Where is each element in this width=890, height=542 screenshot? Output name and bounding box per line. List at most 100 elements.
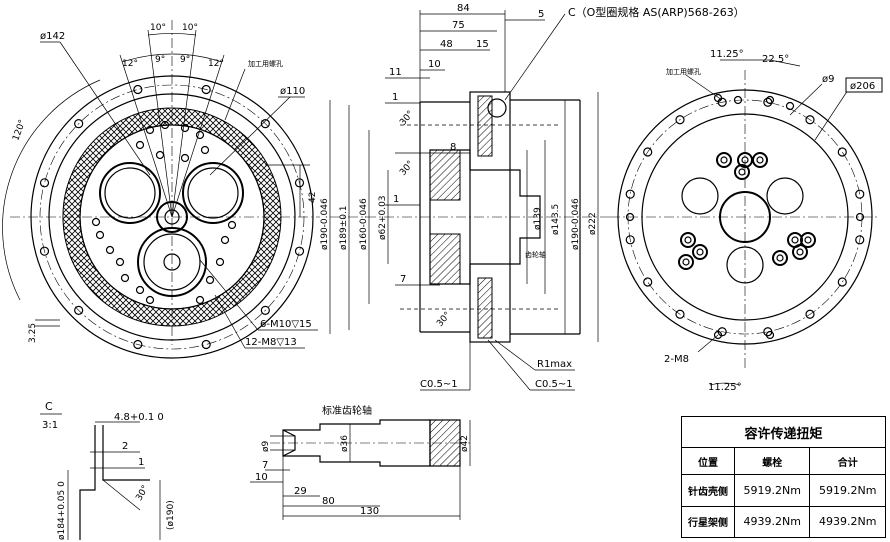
planet-gear-2-inner	[187, 167, 239, 219]
label-angle-10b: 10°	[182, 23, 198, 33]
back-inner-hole	[765, 330, 775, 340]
label-dim-2: 2	[122, 441, 128, 452]
front-inner-hole	[200, 145, 210, 155]
back-bolt-hole	[805, 309, 815, 319]
ray-b	[171, 29, 197, 218]
front-inner-hole	[145, 125, 155, 135]
leader-9	[789, 83, 823, 116]
label-10: 10	[428, 59, 441, 70]
front-bolt-hole	[133, 339, 143, 350]
label-detail-30: 30°	[134, 484, 151, 503]
arc-10	[147, 33, 197, 36]
planet-gear-3-hub	[163, 253, 181, 271]
label-11: 11	[389, 67, 402, 78]
label-v190b: ø190-0.046	[571, 198, 581, 250]
back-bolt-hole	[625, 235, 635, 245]
leader-m10	[199, 259, 259, 331]
back-bolt-hole	[625, 189, 635, 199]
front-flange-circle	[48, 93, 296, 341]
label-v62: ø62+0.03	[378, 195, 388, 240]
front-inner-hole	[180, 153, 190, 163]
label-shaft-dia9: ø9	[261, 440, 271, 452]
back-inner-hole	[733, 95, 743, 105]
back-outer-circle	[617, 89, 873, 345]
planet-gear-3-inner	[143, 233, 201, 291]
shaft-gear-section	[429, 419, 461, 467]
label-30c: 30°	[435, 310, 453, 329]
ray-d	[171, 54, 225, 218]
label-shaft-7: 7	[262, 460, 268, 471]
front-inner-hole	[205, 275, 215, 285]
back-view	[610, 59, 880, 386]
front-inner-hole	[220, 235, 230, 245]
section-hub-hatch-top	[429, 149, 461, 201]
back-carrier-2	[766, 177, 804, 215]
leader-m8	[214, 294, 246, 349]
back-gear-hub	[684, 236, 692, 244]
back-gear	[680, 232, 696, 248]
detail-c-profile-2	[102, 425, 150, 481]
label-v160: ø160-0.046	[359, 198, 369, 250]
label-dim-325: 3.25	[28, 323, 38, 343]
front-bolt-holes	[39, 84, 305, 350]
label-8: 8	[450, 142, 456, 153]
back-gear-clusters	[678, 152, 816, 270]
back-gear	[734, 164, 750, 180]
label-30b: 30°	[398, 159, 416, 178]
label-v1435: ø143.5	[551, 204, 561, 235]
back-bolt-hole	[837, 147, 847, 157]
front-inner-hole	[195, 295, 205, 305]
front-bolt-circle	[39, 84, 305, 350]
label-angle-9a: 9°	[155, 55, 165, 65]
label-v190a: ø190-0.046	[320, 198, 330, 250]
leader-110	[209, 96, 291, 176]
front-view	[2, 20, 320, 359]
back-gear	[678, 254, 694, 270]
back-inner-circle	[641, 113, 849, 321]
label-machining-back: 加工用螺孔	[666, 67, 701, 76]
oring-circle	[487, 98, 507, 118]
planet-gear-1	[99, 162, 161, 224]
front-inner-holes	[91, 120, 237, 305]
back-gear-hub	[776, 254, 784, 262]
back-bolt-hole	[855, 189, 865, 199]
torque-row-total: 5919.2Nm	[809, 474, 886, 507]
front-inner-hole	[227, 220, 237, 230]
label-angle-120: 120°	[11, 119, 28, 143]
label-1125a: 11.25°	[710, 49, 744, 60]
torque-row-total: 4939.2Nm	[809, 505, 886, 538]
back-gear	[692, 244, 708, 260]
label-dia110: ø110	[280, 86, 305, 97]
dim-225	[769, 59, 801, 67]
back-inner-hole	[765, 95, 775, 105]
back-inner-hole	[785, 101, 795, 111]
back-bolt-hole	[643, 147, 653, 157]
sun-gear	[156, 201, 188, 233]
label-shaft-80: 80	[322, 496, 335, 507]
gear-shaft-view	[250, 419, 471, 520]
back-bolt-hole	[643, 277, 653, 287]
back-gear-hub	[682, 258, 690, 266]
front-bolt-hole	[294, 246, 305, 256]
front-bolt-hole	[39, 178, 50, 188]
label-machining-front: 加工用螺孔	[248, 59, 283, 68]
back-bolt-hole	[855, 235, 865, 245]
back-bolt-holes	[625, 93, 865, 340]
back-gear	[752, 152, 768, 168]
back-bolt-hole	[675, 309, 685, 319]
box-206	[845, 77, 883, 93]
back-bolt-hole	[717, 97, 727, 107]
front-inner-hole	[135, 285, 145, 295]
label-48: 48	[440, 39, 453, 50]
oring-leader	[504, 13, 566, 101]
leader-m8-back	[697, 334, 719, 353]
back-inner-hole	[713, 330, 723, 340]
label-dia190: (ø190)	[166, 500, 176, 530]
section-hub	[429, 149, 541, 285]
planet-gear-1-inner	[104, 167, 156, 219]
back-center-bore	[719, 191, 771, 243]
label-holes-m8: 12-M8▽13	[245, 337, 297, 348]
label-shaft-title: 标准齿轮轴	[322, 404, 372, 417]
label-v189: ø189±0.1	[339, 205, 349, 250]
front-bolt-hole	[201, 84, 211, 95]
